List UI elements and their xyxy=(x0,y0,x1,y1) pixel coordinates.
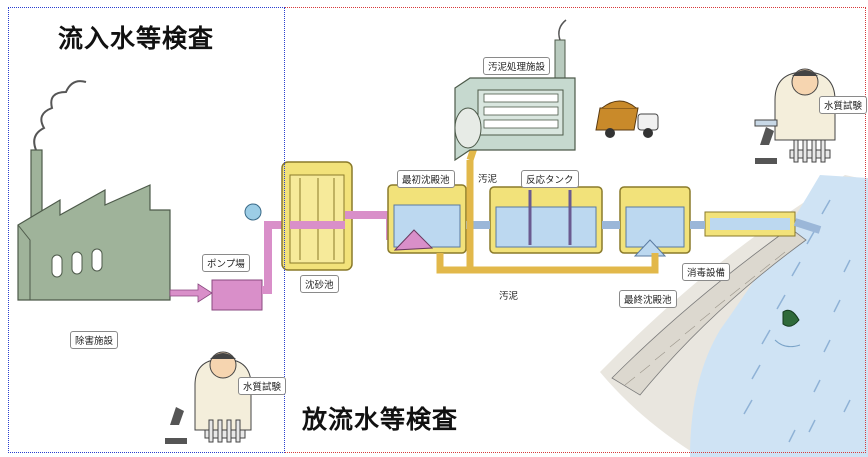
primary-settling-label: 最初沈殿池 xyxy=(397,170,455,188)
inflow-inspection-region xyxy=(8,7,285,453)
technician-icon xyxy=(194,351,252,431)
fish-icon xyxy=(774,309,801,348)
disinfection-tank xyxy=(704,211,796,237)
final-settling-tank xyxy=(619,186,691,257)
test-tubes-icon xyxy=(789,139,831,163)
river-area xyxy=(600,175,868,457)
test-tubes-icon xyxy=(204,419,246,443)
reaction-tank-label: 反応タンク xyxy=(521,170,579,188)
technician-icon xyxy=(754,68,836,141)
truck-icon xyxy=(595,100,659,138)
reaction-tank xyxy=(489,186,603,254)
sludge-label-top: 汚泥 xyxy=(478,174,498,185)
disinfection-label: 消毒設備 xyxy=(682,263,731,281)
primary-settling-tank xyxy=(387,184,467,254)
sludge-label-bottom: 汚泥 xyxy=(499,291,519,302)
abatement-facility-label: 除害施設 xyxy=(70,331,119,349)
final-settling-label: 最終沈殿池 xyxy=(619,290,677,308)
microscope-icon xyxy=(755,127,777,164)
microscope-icon xyxy=(165,407,187,444)
arrow-right-icon xyxy=(169,283,213,303)
factory-icon xyxy=(17,80,171,301)
sludge-facility xyxy=(454,19,576,162)
outflow-inspection-title: 放流水等検査 xyxy=(302,405,459,434)
grit-chamber xyxy=(281,161,353,271)
water-test-label-bottom: 水質試験 xyxy=(238,377,287,395)
sludge-facility-label: 汚泥処理施設 xyxy=(483,57,551,75)
water-test-label-top: 水質試験 xyxy=(819,96,868,114)
grit-chamber-label: 沈砂池 xyxy=(300,275,339,293)
inflow-inspection-title: 流入水等検査 xyxy=(58,24,215,53)
outflow-inspection-region xyxy=(285,7,866,453)
pump-station-label: ポンプ場 xyxy=(202,254,250,272)
